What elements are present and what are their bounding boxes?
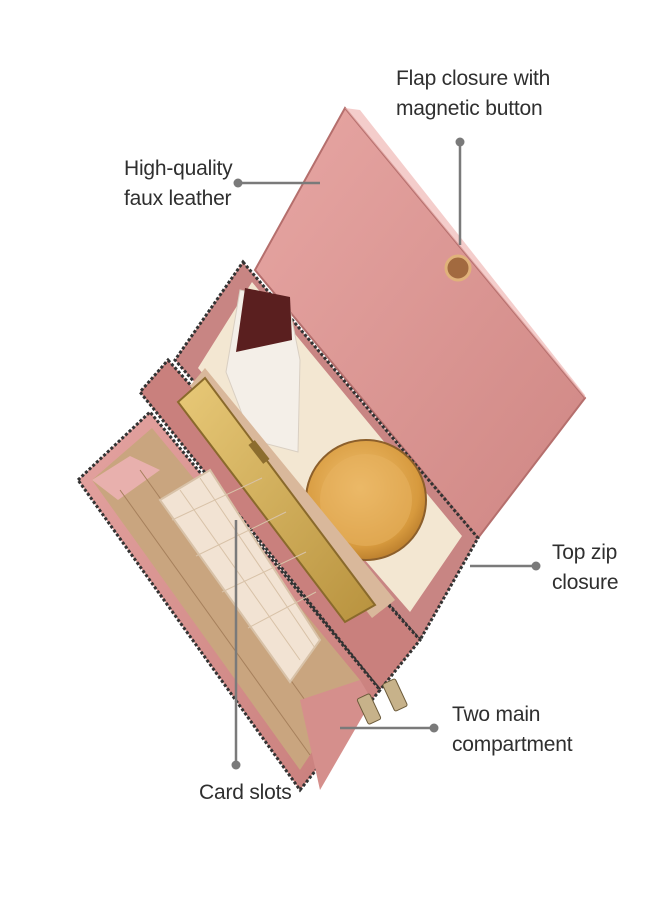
callout-line: Two main (452, 703, 541, 726)
callout-line: Flap closure with (396, 67, 551, 90)
callout-line: High-quality (124, 157, 233, 180)
callout-line: faux leather (124, 187, 232, 210)
callout-line: closure (552, 571, 619, 594)
callout-line: Card slots (199, 781, 292, 804)
flap-closure-callout: Flap closure with magnetic button (396, 64, 550, 124)
faux-leather-callout: High-quality faux leather (124, 154, 233, 214)
callout-line: magnetic button (396, 97, 543, 120)
callout-pointers (231, 137, 541, 770)
top-zip-callout: Top zip closure (552, 538, 618, 598)
front-compartment (76, 409, 382, 793)
card-slots-callout: Card slots (199, 778, 292, 808)
two-main-compartment-callout: Two main compartment (452, 700, 573, 760)
flap (253, 106, 587, 540)
callout-line: compartment (452, 733, 573, 756)
callout-line: Top zip (552, 541, 618, 564)
zipper-pulls (356, 678, 408, 725)
middle-compartment (138, 357, 422, 693)
rear-compartment (173, 259, 480, 643)
magnetic-button-icon (444, 254, 472, 282)
